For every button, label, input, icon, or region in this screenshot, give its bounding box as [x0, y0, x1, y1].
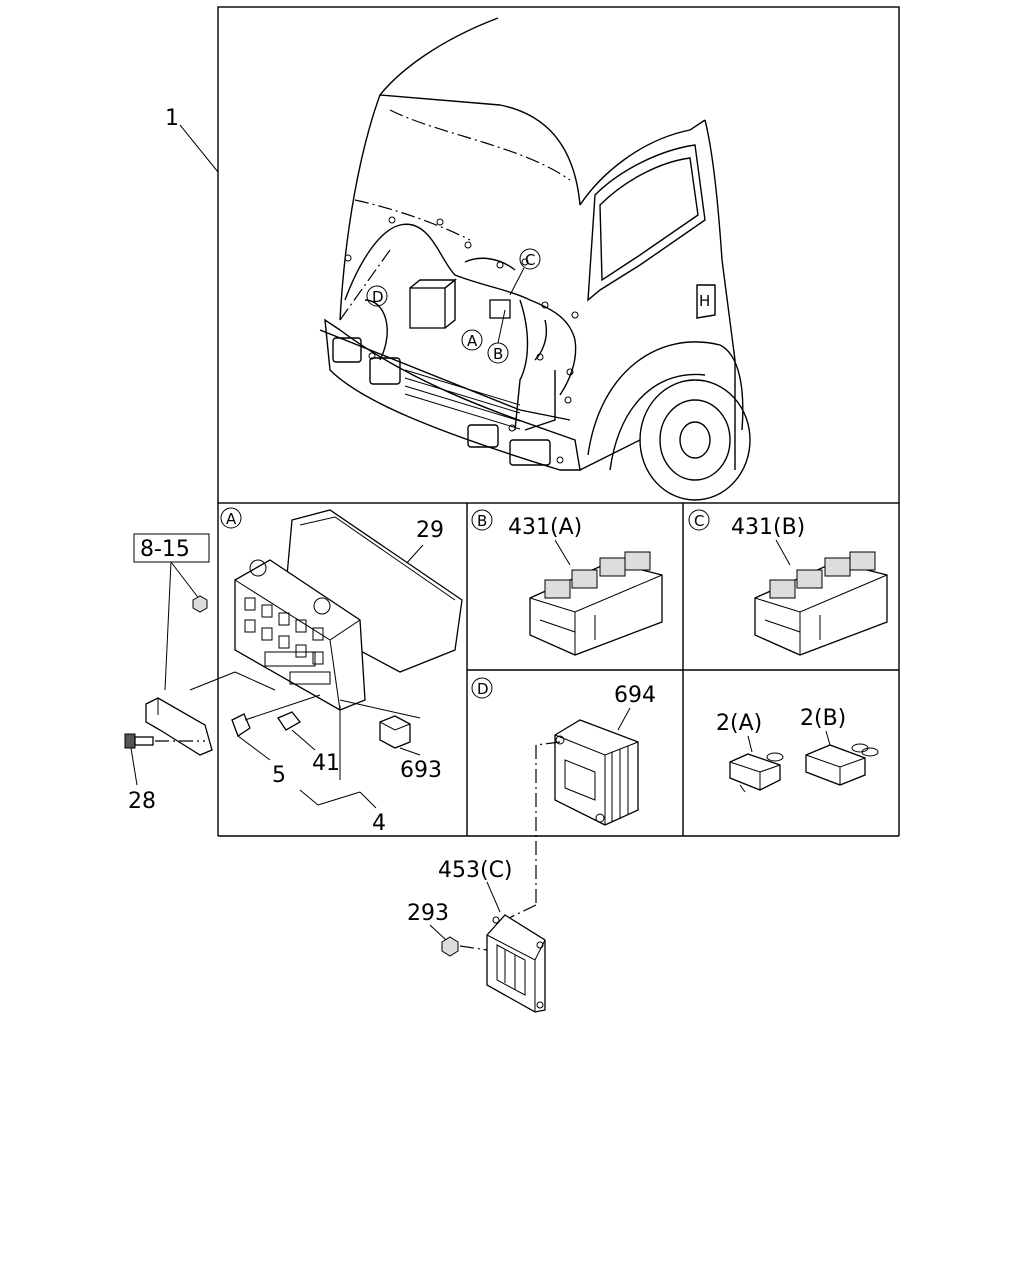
callout-module: 453(C)	[438, 858, 513, 883]
relay-2b	[805, 743, 879, 786]
detail-marker-b: B	[471, 509, 493, 531]
callout-relay-2a: 2(A)	[716, 711, 762, 736]
detail-marker-b-main: B	[487, 309, 509, 364]
svg-text:C: C	[694, 512, 704, 530]
detail-marker-a: A	[220, 507, 242, 529]
svg-text:28: 28	[128, 789, 156, 814]
svg-text:693: 693	[400, 758, 442, 783]
nut-icon	[192, 595, 208, 613]
bolt-icon: 28	[124, 733, 205, 814]
nut-293-icon	[441, 936, 459, 957]
callout-control-unit: 694	[614, 683, 656, 708]
group-ref-box: 8-15	[133, 533, 210, 691]
svg-text:B: B	[477, 512, 487, 530]
panel-frames	[217, 6, 900, 837]
fuse-5: 5	[231, 713, 286, 788]
callout-relay-2b: 2(B)	[800, 706, 846, 731]
module-453c	[486, 914, 546, 1013]
svg-text:41: 41	[312, 751, 340, 776]
truck-cab-drawing: H	[319, 17, 751, 501]
detail-marker-c-main: C	[509, 248, 541, 296]
svg-text:C: C	[525, 251, 535, 269]
svg-text:A: A	[467, 332, 478, 350]
detail-marker-d: D	[471, 677, 493, 699]
relay-693: 693	[339, 699, 442, 783]
fuse-41: 41	[277, 711, 340, 776]
callout-cover: 29	[416, 518, 444, 543]
svg-text:1: 1	[165, 106, 179, 131]
relay-box-431b	[754, 551, 888, 656]
svg-text:D: D	[477, 680, 489, 698]
svg-text:4: 4	[372, 811, 386, 836]
svg-text:D: D	[372, 288, 384, 306]
badge-mark: H	[699, 292, 710, 310]
detail-marker-c: C	[688, 509, 710, 531]
relay-box-431a	[529, 551, 663, 656]
svg-text:A: A	[226, 510, 237, 528]
detail-marker-a-main: A	[461, 329, 483, 351]
callout-relay-box-c: 431(B)	[731, 515, 805, 540]
control-unit-694	[554, 719, 639, 826]
bracket	[145, 671, 276, 756]
svg-text:8-15: 8-15	[140, 537, 190, 562]
callout-nut: 293	[407, 901, 449, 926]
relay-2a	[729, 752, 784, 793]
svg-text:B: B	[493, 345, 503, 363]
callout-fuse-block: 4	[299, 706, 386, 836]
callout-main-harness: 1	[165, 106, 219, 173]
detail-marker-d-main: D	[366, 285, 388, 307]
callout-relay-box-b: 431(A)	[508, 515, 582, 540]
svg-text:5: 5	[272, 763, 286, 788]
fuse-block	[234, 559, 366, 711]
